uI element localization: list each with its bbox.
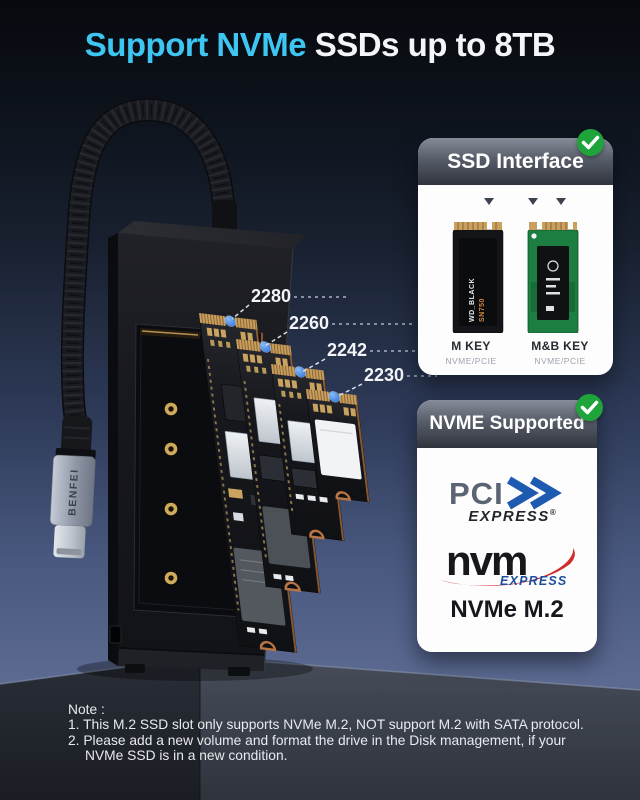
mb-key-ssd-image (527, 222, 579, 333)
pci-logo-mark: PCI (449, 476, 562, 511)
key-notch-dot (294, 366, 307, 378)
footnote: Note : 1. This M.2 SSD slot only support… (68, 702, 608, 764)
m-key-caption: M KEY NVME/PCIE (429, 339, 513, 366)
note-line: 1. This M.2 SSD slot only supports NVMe … (68, 717, 584, 733)
wd-black-label: WD_BLACK (469, 278, 476, 322)
pci-express-logo: PCI EXPRESS® (417, 472, 597, 525)
pci-express-text: EXPRESS® (468, 508, 556, 525)
svg-text:2230: 2230 (364, 365, 404, 385)
key-protocol: NVME/PCIE (534, 356, 586, 366)
svg-text:2280: 2280 (251, 286, 291, 306)
callout-2230: 2230 (337, 365, 437, 397)
key-protocol: NVME/PCIE (445, 356, 497, 366)
note-line: 2. Please add a new volume and format th… (68, 732, 566, 748)
nvme-supported-panel: NVME Supported PCI EXPRESS® nvm EXPRESS … (417, 394, 603, 652)
key-notch-dot (328, 391, 341, 403)
nvme-supported-header: NVME Supported (417, 400, 597, 448)
callout-2280: 2280 (231, 286, 348, 320)
key-name: M KEY (451, 339, 491, 353)
note-heading: Note : (68, 702, 105, 717)
pedestal (0, 656, 640, 800)
cable-gland (212, 200, 237, 236)
notch-arrow-icon (556, 198, 566, 205)
registered-mark: ® (549, 508, 556, 517)
key-name: M&B KEY (531, 339, 589, 353)
callout-2260: 2260 (264, 313, 413, 347)
nvm-express-text: EXPRESS (500, 574, 567, 588)
check-badge (577, 129, 604, 156)
sn750-label: SN750 (479, 298, 486, 322)
callout-2242: 2242 (301, 340, 421, 373)
side-port (109, 625, 122, 644)
check-badge (576, 394, 603, 421)
m-key-ssd-image: WD_BLACK SN750 (452, 222, 504, 333)
ssd-interface-header: SSD Interface (418, 138, 613, 185)
ssd-examples: WD_BLACK SN750 (418, 222, 613, 333)
title-highlight: Support NVMe (84, 26, 307, 63)
nvm-express-logo: nvm EXPRESS (417, 538, 597, 590)
ssd-interface-panel: SSD Interface WD_BLACK SN750 (418, 129, 613, 375)
nvme-m2-caption: NVMe M.2 (450, 596, 564, 623)
page-title: Support NVMe SSDs up to 8TB (0, 26, 640, 64)
svg-text:2242: 2242 (327, 340, 367, 360)
check-icon (581, 135, 600, 150)
nvme-supported-title: NVME Supported (429, 413, 585, 434)
mb-key-caption: M&B KEY NVME/PCIE (518, 339, 602, 366)
nvm-text: nvm (446, 538, 526, 584)
title-rest: SSDs up to 8TB (306, 26, 556, 63)
usb-c-connector: BENFEI (49, 415, 96, 559)
svg-text:2260: 2260 (289, 313, 329, 333)
pci-arrow-icon (529, 476, 562, 510)
notch-arrow-icon (484, 198, 494, 205)
pci-text: PCI (449, 476, 504, 511)
ssd-card-2230 (306, 389, 370, 503)
notch-arrow-icon (528, 198, 538, 205)
standoff-screws (162, 400, 180, 587)
key-notch-dot (224, 315, 237, 327)
note-line: NVMe SSD is in a new condition. (85, 748, 288, 764)
check-icon (580, 400, 599, 415)
ssd-label-blank (314, 419, 362, 480)
pci-arrow-icon (506, 476, 539, 510)
ssd-interface-title: SSD Interface (447, 149, 584, 173)
usb-cable (60, 98, 237, 443)
brand-label: BENFEI (66, 468, 80, 516)
size-callouts: 2280 2260 2242 2230 (231, 286, 437, 397)
nvm-logo-mark: nvm EXPRESS (440, 538, 575, 588)
